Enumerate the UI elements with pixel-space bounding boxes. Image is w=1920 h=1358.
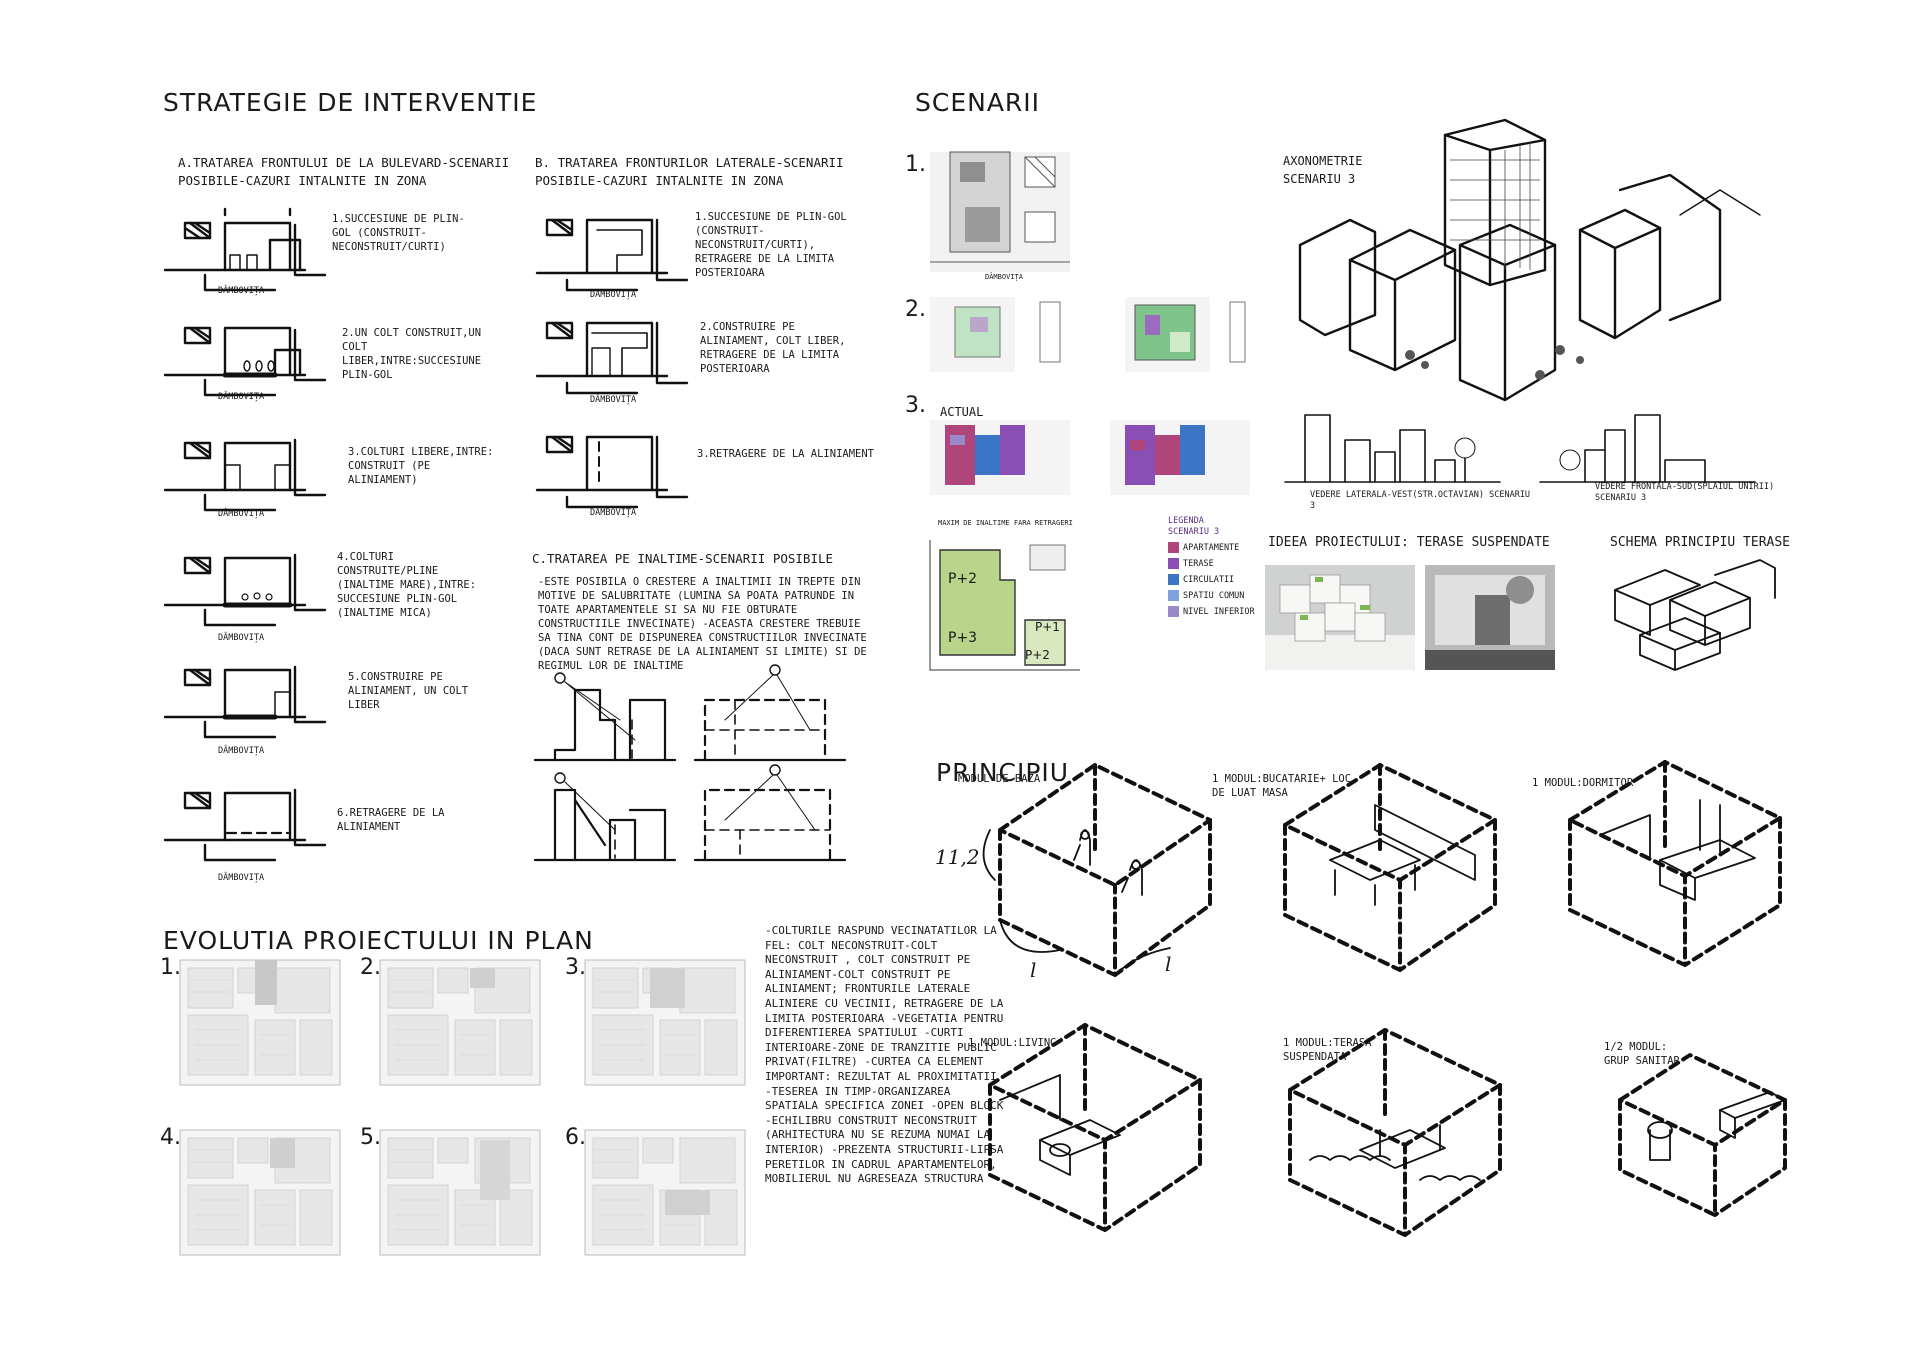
level-label: P+2 (948, 571, 978, 587)
case-a2: 2.UN COLT CONSTRUIT,UN COLT LIBER,INTRE:… (342, 327, 482, 381)
scenario-3-plans (930, 420, 1250, 495)
case-a1: 1.SUCCESIUNE DE PLIN-GOL (CONSTRUIT-NECO… (332, 213, 465, 253)
case-b3: 3.RETRAGERE DE LA ALINIAMENT (697, 448, 875, 460)
legend-item: APARTAMENTE (1168, 542, 1255, 554)
street-label: Dâmbovița (590, 508, 637, 518)
street-label: Dâmbovița (985, 273, 1023, 281)
legend-title: LEGENDA SCENARIU 3 (1168, 516, 1220, 537)
evolutia-notes: -COLTURILE RASPUND VECINATATILOR LA FEL:… (765, 924, 1004, 1186)
scenario-num-3: 3. (905, 393, 926, 418)
evolutia-num-6: 6. (565, 1125, 586, 1150)
ideea-photo-1 (1265, 565, 1415, 670)
street-label: Dâmbovița (218, 873, 265, 883)
section-b-title: B. TRATAREA FRONTURILOR LATERALE-SCENARI… (535, 155, 844, 188)
module-label: 1 MODUL:DORMITOR (1532, 777, 1634, 789)
heading-scenarii: SCENARII (915, 88, 1041, 117)
level-label: P+3 (948, 630, 978, 646)
ideea-heading: IDEEA PROIECTULUI: TERASE SUSPENDATE (1268, 535, 1550, 550)
street-label: Dâmbovița (590, 395, 637, 405)
ideea-photo-2 (1425, 565, 1555, 670)
dim-label: 11,2 (935, 845, 980, 869)
case-a5: 5.CONSTRUIRE PE ALINIAMENT, UN COLT LIBE… (348, 671, 469, 711)
legend-label: NIVEL INFERIOR (1183, 607, 1255, 617)
case-b1: 1.SUCCESIUNE DE PLIN-GOL (CONSTRUIT-NECO… (695, 211, 847, 279)
section-a-title: A.TRATAREA FRONTULUI DE LA BULEVARD-SCEN… (178, 155, 510, 188)
legend-swatch (1168, 606, 1179, 617)
maxim-label: MAXIM DE INALTIME FARA RETRAGERI (938, 519, 1073, 527)
module-label: MODUL DE BAZA (958, 773, 1041, 785)
max-height-plan (929, 540, 1080, 671)
legend-swatch (1168, 574, 1179, 585)
section-c-title: C.TRATAREA PE INALTIME-SCENARII POSIBILE (532, 551, 834, 566)
legend-item: TERASE (1168, 558, 1255, 570)
legend-label: CIRCULATII (1183, 575, 1235, 585)
heading-principiu: PRINCIPIU (936, 758, 1070, 787)
vedere-frontala: VEDERE FRONTALA-SUD(SPLAIUL UNIRII) SCEN… (1595, 482, 1775, 503)
module-label: 1 MODUL:TERASA SUSPENDATA (1283, 1037, 1372, 1063)
street-label: Dâmbovița (218, 633, 265, 643)
street-label: Dâmbovița (218, 286, 265, 296)
street-label: Dâmbovița (218, 746, 265, 756)
case-a4: 4.COLTURI CONSTRUITE/PLINE (INALTIME MAR… (337, 551, 477, 619)
evolutia-num-5: 5. (360, 1125, 381, 1150)
street-label: Dâmbovița (218, 392, 265, 402)
schema-terase (1614, 559, 1776, 671)
module-label: 1 MODUL:BUCATARIE+ LOC DE LUAT MASA (1212, 773, 1352, 799)
evolutia-num-1: 1. (160, 955, 181, 980)
dim-l-label: l (1165, 952, 1172, 976)
vedere-laterala: VEDERE LATERALA-VEST(STR.OCTAVIAN) SCENA… (1310, 490, 1531, 511)
legend-label: SPATIU COMUN (1183, 591, 1245, 601)
case-b2: 2.CONSTRUIRE PE ALINIAMENT, COLT LIBER, … (700, 321, 846, 375)
axonometrie-label: AXONOMETRIE SCENARIU 3 (1283, 154, 1363, 186)
scenario-1-plan (930, 151, 1070, 272)
case-a6: 6.RETRAGERE DE LA ALINIAMENT (337, 807, 445, 833)
legend-item: NIVEL INFERIOR (1168, 606, 1255, 618)
street-label: Dâmbovița (590, 290, 637, 300)
legend: APARTAMENTE TERASE CIRCULATII SPATIU COM… (1168, 542, 1255, 618)
module-label: 1 MODUL:LIVING (968, 1037, 1057, 1049)
axonometric-drawing (1298, 118, 1761, 402)
heading-strategie: STRATEGIE DE INTERVENTIE (163, 88, 538, 117)
scenario-num-1: 1. (905, 152, 926, 177)
section-c-text: -ESTE POSIBILA O CRESTERE A INALTIMII IN… (538, 576, 867, 672)
legend-label: TERASE (1183, 559, 1214, 569)
legend-swatch (1168, 558, 1179, 569)
scenario-2-plans (930, 297, 1246, 372)
level-label: P+1 (1035, 620, 1060, 634)
case-a3: 3.COLTURI LIBERE,INTRE: CONSTRUIT (PE AL… (348, 446, 494, 486)
legend-item: CIRCULATII (1168, 574, 1255, 586)
module-label: 1/2 MODUL: GRUP SANITAR (1604, 1041, 1680, 1067)
evolutia-num-3: 3. (565, 955, 586, 980)
level-label: P+2 (1025, 648, 1050, 662)
legend-swatch (1168, 542, 1179, 553)
scenario-actual-label: ACTUAL (940, 405, 984, 419)
heading-evolutia: EVOLUTIA PROIECTULUI IN PLAN (163, 926, 594, 955)
street-label: Dâmbovița (218, 509, 265, 519)
legend-swatch (1168, 590, 1179, 601)
evolutia-num-4: 4. (160, 1125, 181, 1150)
legend-label: APARTAMENTE (1183, 543, 1240, 553)
scenario-num-2: 2. (905, 297, 926, 322)
elevation-views (1284, 414, 1756, 483)
dim-l-label: l (1030, 958, 1037, 982)
legend-item: SPATIU COMUN (1168, 590, 1255, 602)
schema-heading: SCHEMA PRINCIPIU TERASE (1610, 535, 1791, 550)
evolutia-num-2: 2. (360, 955, 381, 980)
